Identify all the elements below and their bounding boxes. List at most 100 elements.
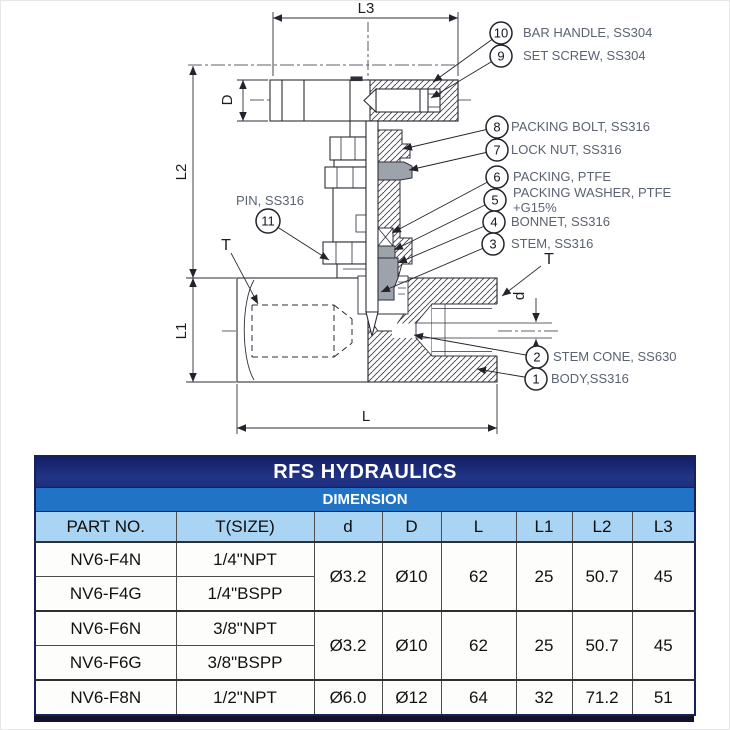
- cell-d-small: Ø6.0: [313, 679, 383, 716]
- cell-t-size: 1/4"NPT: [175, 541, 315, 577]
- dim-d-big: D: [219, 94, 236, 105]
- table-subtitle: DIMENSION: [34, 487, 696, 512]
- lock-nut-hex: [324, 166, 367, 189]
- cell-t-size: 3/8"BSPP: [175, 645, 315, 681]
- balloon-4-num: 4: [490, 215, 497, 230]
- table-row: NV6-F8N 1/2"NPT Ø6.0 Ø12 64 32 71.2 51: [34, 679, 696, 716]
- table-title: RFS HYDRAULICS: [34, 455, 696, 488]
- balloon-9-num: 9: [497, 49, 504, 64]
- dim-l2: L2: [173, 164, 190, 181]
- callout-numbers: 10 9 8 7 6 5 4 3 2 1 11: [261, 26, 540, 387]
- table-row: NV6-F6G 3/8"BSPP: [34, 645, 695, 681]
- cell-part-no: NV6-F4N: [34, 541, 177, 577]
- cell-t-size: 1/4"BSPP: [175, 576, 315, 612]
- port-bore: [432, 304, 498, 356]
- left-port-hidden: [251, 304, 353, 358]
- balloon-10: [489, 21, 513, 45]
- table-row: NV6-F4N 1/4"NPT Ø3.2 Ø10 62 25 50.7 45: [34, 541, 696, 612]
- cell-part-no: NV6-F8N: [34, 679, 177, 716]
- set-screw-cone: [363, 87, 377, 114]
- label-body: BODY,SS316: [551, 371, 629, 386]
- cell-part-no: NV6-F6G: [34, 645, 177, 681]
- cell-part-no: NV6-F6N: [34, 610, 177, 646]
- cell-d-small: Ø3.2: [313, 610, 383, 681]
- balloon-7: [485, 138, 509, 162]
- bonnet-hex: [322, 241, 367, 265]
- balloon-7-num: 7: [493, 143, 500, 158]
- handle-hub-nub: [350, 76, 363, 82]
- cell-l: 64: [440, 679, 517, 716]
- table-bottom-bar: [34, 716, 694, 722]
- table-row: NV6-F4G 1/4"BSPP: [34, 576, 695, 612]
- label-packing-washer: PACKING WASHER, PTFE: [513, 185, 672, 200]
- balloon-6-num: 6: [493, 170, 500, 185]
- cell-part-no: NV6-F4G: [34, 576, 177, 612]
- label-set-screw: SET SCREW, SS304: [523, 48, 646, 63]
- cell-l3: 45: [631, 541, 696, 612]
- label-packing-washer2: +G15%: [513, 200, 557, 215]
- body-left-half: [236, 277, 369, 383]
- callout-balloons: [255, 21, 549, 391]
- header-t-size: T(SIZE): [175, 511, 315, 543]
- balloon-1-num: 1: [532, 372, 539, 387]
- cell-l1: 25: [515, 610, 573, 681]
- balloon-11-num: 11: [261, 214, 275, 229]
- cell-l1: 25: [515, 541, 573, 612]
- cell-d-small: Ø3.2: [313, 541, 383, 612]
- balloon-2-num: 2: [533, 350, 540, 365]
- balloon-8: [485, 115, 509, 139]
- cell-l2: 50.7: [571, 610, 633, 681]
- cell-d-big: Ø10: [381, 541, 442, 612]
- cell-l2: 50.7: [571, 541, 633, 612]
- dim-t-left: T: [221, 237, 231, 254]
- cell-d-big: Ø10: [381, 610, 442, 681]
- bonnet-stack-exterior: [322, 120, 367, 279]
- body-cylinder-arc: [243, 279, 255, 381]
- balloon-9: [489, 44, 513, 68]
- bar-handle: [269, 76, 459, 122]
- dimension-table: RFS HYDRAULICS DIMENSION PART NO. T(SIZE…: [34, 455, 697, 716]
- packing-bolt-hex: [329, 136, 367, 161]
- cell-l3: 45: [631, 610, 696, 681]
- header-part-no: PART NO.: [34, 511, 177, 543]
- packing-washer: [377, 245, 396, 259]
- balloon-8-num: 8: [493, 120, 500, 135]
- stem-cone: [365, 311, 379, 337]
- label-packing-bolt: PACKING BOLT, SS316: [511, 119, 650, 134]
- balloon-1: [524, 367, 548, 391]
- cell-l1: 32: [515, 679, 573, 716]
- label-lock-nut: LOCK NUT, SS316: [511, 142, 622, 157]
- balloon-3-num: 3: [489, 237, 496, 252]
- header-d-small: d: [313, 511, 383, 543]
- cell-t-size: 3/8"NPT: [175, 610, 315, 646]
- dimension-labels: L3 D L2 L1 L d T T: [173, 0, 554, 425]
- dim-l3: L3: [358, 0, 375, 17]
- balloon-10-num: 10: [494, 26, 508, 41]
- dim-l: L: [362, 408, 370, 425]
- header-l1: L1: [515, 511, 573, 543]
- label-stem-cone: STEM CONE, SS630: [553, 349, 677, 364]
- header-l2: L2: [571, 511, 633, 543]
- label-stem: STEM, SS316: [511, 236, 593, 251]
- label-packing: PACKING, PTFE: [513, 169, 611, 184]
- cell-d-big: Ø12: [381, 679, 442, 716]
- table-header-row: PART NO. T(SIZE) d D L L1 L2 L3: [34, 511, 696, 543]
- cell-l3: 51: [631, 679, 696, 716]
- cell-l: 62: [440, 541, 517, 612]
- header-l: L: [440, 511, 517, 543]
- stem: [365, 120, 379, 337]
- dim-d-small: d: [511, 292, 528, 300]
- lock-nut-section: [377, 161, 413, 181]
- dimensions: [186, 12, 552, 434]
- label-bonnet: BONNET, SS316: [511, 214, 610, 229]
- balloon-11: [255, 208, 281, 234]
- dim-l1: L1: [173, 323, 190, 340]
- label-bar-handle: BAR HANDLE, SS304: [523, 25, 652, 40]
- packing-bolt-section: [377, 129, 411, 163]
- callout-labels: BAR HANDLE, SS304 SET SCREW, SS304 PACKI…: [236, 25, 677, 386]
- cell-l: 62: [440, 610, 517, 681]
- callout-leaders: [267, 32, 538, 380]
- dim-t-right: T: [544, 251, 554, 268]
- balloon-5-num: 5: [491, 193, 498, 208]
- table-row: NV6-F6N 3/8"NPT Ø3.2 Ø10 62 25 50.7 45: [34, 610, 696, 681]
